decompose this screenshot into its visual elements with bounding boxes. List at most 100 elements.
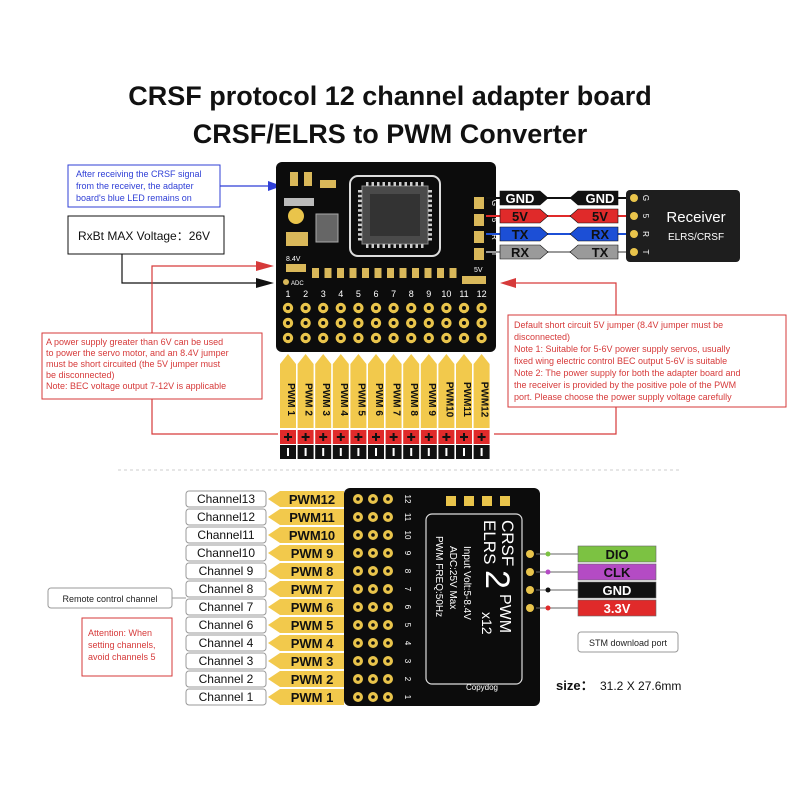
pwm-tag	[297, 354, 314, 428]
mcu-pin	[393, 244, 396, 248]
board-label-frame	[425, 513, 523, 685]
attention-text: Attention: When setting channels, avoid …	[88, 628, 158, 662]
bottom-pad-hole	[371, 551, 375, 555]
mcu-pin	[358, 228, 362, 231]
power-pin-row	[280, 430, 490, 459]
pwm-tag-label: PWM 7	[391, 383, 402, 416]
mcu-pin	[404, 182, 407, 186]
pwm-pad-hole	[426, 306, 431, 310]
channel-label: Channel 8	[199, 582, 254, 596]
pwm-pad-hole	[374, 336, 378, 340]
channel-box	[185, 580, 267, 598]
pwm-tag-label: PWM12	[289, 492, 335, 507]
pwm-tag	[268, 653, 344, 669]
mcu-pin	[399, 244, 402, 248]
mcu-pin	[358, 218, 362, 222]
receiver-module	[626, 190, 740, 262]
pwm-pad-hole	[409, 336, 414, 340]
bottom-pad-hole	[371, 605, 375, 609]
wire-receiver-tag	[569, 190, 619, 206]
mcu-pin	[399, 182, 402, 186]
channel-box	[185, 562, 267, 580]
channel-box	[185, 670, 267, 688]
channel-number: 7	[391, 289, 396, 299]
bottom-pad-hole	[371, 695, 375, 699]
pwm-tag-label: PWM10	[443, 382, 454, 418]
mcu-pins	[358, 182, 432, 248]
pwm-tag-label: PWM 7	[291, 582, 334, 597]
channel-number: 12	[477, 289, 487, 299]
stm-pin-tag	[577, 563, 657, 581]
bottom-pad-hole	[356, 551, 360, 555]
rxbt-voltage-box	[67, 215, 225, 255]
wire-board-label: RX	[511, 245, 529, 260]
right-power-note: Default short circuit 5V jumper (8.4V ju…	[514, 320, 743, 402]
resistor	[399, 268, 407, 278]
mcu-pin	[428, 190, 432, 193]
pwm-pad-hole	[426, 321, 431, 325]
bottom-pad-hole	[356, 623, 360, 627]
bottom-pad-hole	[356, 497, 360, 501]
pwm-tag-label: PWM 3	[291, 654, 334, 669]
board-silkscreen: CRSF ELRS 2 PWM x12 Input Volt:5-8.4V AD…	[433, 520, 517, 635]
pwm-tag	[268, 599, 344, 615]
pwm-tag	[268, 635, 344, 651]
stm-pin-tag	[577, 599, 657, 617]
header-pad	[464, 496, 474, 506]
rxbt-arrow	[256, 278, 274, 288]
pwm-tag	[368, 354, 384, 428]
resistor-row	[312, 268, 457, 278]
pwm-pad-hole	[374, 321, 378, 325]
pwm-tag	[315, 354, 332, 428]
stm-pad	[526, 604, 534, 612]
mcu-pin	[358, 238, 362, 241]
stm-dot	[545, 605, 551, 611]
pwm-tag	[268, 527, 344, 543]
channel-number: 6	[373, 289, 378, 299]
pwm-tag-label: PWM 4	[291, 636, 334, 651]
pwm-tag-label: PWM12	[479, 382, 490, 418]
pwm-pad-hole	[479, 336, 484, 340]
resistor	[362, 268, 369, 278]
blue-led-note: After receiving the CRSF signal from the…	[76, 169, 204, 203]
mcu-pin	[428, 194, 432, 198]
component-pad	[286, 232, 308, 246]
mcu-pin	[388, 244, 391, 248]
mcu-pin	[415, 182, 418, 186]
board-receiver-pin	[474, 214, 484, 226]
pwm-tag-label: PWM 1	[285, 383, 296, 416]
mcu-pin	[410, 182, 413, 186]
rxbt-voltage-label: RxBt MAX Voltage：26V	[78, 229, 210, 243]
stm-dot	[545, 569, 551, 575]
bottom-pad-hole	[386, 587, 390, 591]
bottom-pin-number: 4	[403, 641, 412, 646]
board-pin-g: G	[490, 200, 499, 206]
receiver-pin-label: G	[641, 195, 650, 201]
pwm-tag	[385, 354, 402, 428]
channel-label: Channel 7	[199, 600, 254, 614]
bottom-pin-number: 7	[403, 587, 412, 592]
pwm-tag	[268, 617, 344, 633]
stm-pin-label: CLK	[604, 565, 631, 580]
pwm-pad-hole	[286, 336, 290, 340]
wire-board-tag	[499, 190, 549, 206]
pwm-pad-hole	[303, 336, 308, 340]
mcu-pin	[428, 199, 432, 203]
resistor	[449, 268, 457, 278]
stm-pads	[526, 550, 534, 612]
bottom-pin-number: 3	[403, 659, 412, 664]
bottom-pad-hole	[371, 623, 375, 627]
mcu-pin	[371, 182, 374, 186]
wire-board-label: GND	[506, 191, 535, 206]
bottom-pin-number: 12	[403, 495, 412, 504]
receiver-pin	[630, 194, 638, 202]
wire-receiver-label: 5V	[592, 209, 608, 224]
channel-label: Channel 2	[199, 672, 254, 686]
channel-label: Channel10	[197, 546, 255, 560]
